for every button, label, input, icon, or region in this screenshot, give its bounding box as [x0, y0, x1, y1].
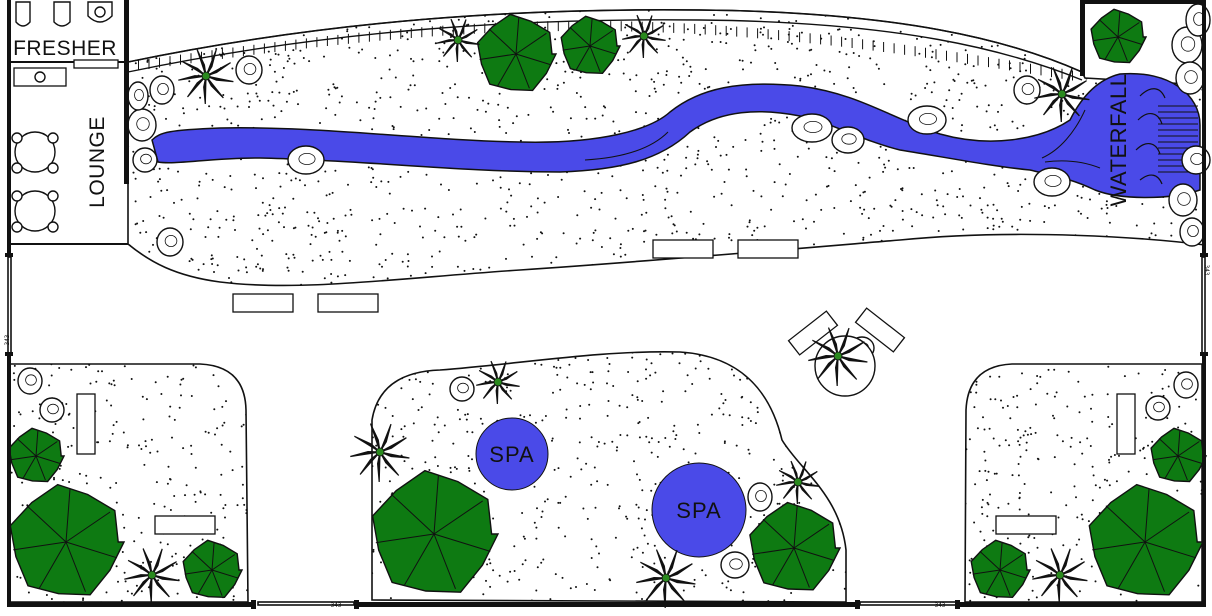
spa-2[interactable]: SPA	[651, 462, 747, 558]
palm-tree-icon	[436, 18, 480, 63]
palm-tree-icon	[1032, 548, 1088, 604]
boulder-icon	[831, 126, 865, 154]
spa-pool[interactable]	[651, 462, 747, 558]
palm-tree-icon	[178, 49, 234, 105]
bench-icon[interactable]	[737, 239, 799, 259]
toilet-icon[interactable]	[15, 1, 31, 27]
round-bush-icon	[1088, 483, 1205, 596]
boulder-icon	[907, 105, 947, 135]
stream	[151, 72, 1201, 199]
boulder-icon	[720, 551, 750, 579]
palm-trees	[124, 14, 1090, 609]
boulder-icon	[1013, 75, 1041, 105]
palm-tree-icon	[622, 14, 666, 59]
boulder-icon	[156, 227, 184, 257]
boulder-icon	[1185, 3, 1211, 37]
round-table-icon[interactable]	[11, 131, 59, 174]
fresher-label: FRESHER	[13, 37, 117, 60]
boulder-icon	[39, 397, 65, 423]
sun-lounger-icon[interactable]	[854, 307, 906, 353]
palm-tree-icon	[476, 360, 520, 405]
boulder-icon	[791, 113, 833, 143]
sink-icon[interactable]	[87, 1, 113, 23]
boulder-icon	[287, 145, 325, 175]
spa-pool[interactable]	[475, 417, 549, 491]
fresher-fixtures	[13, 1, 119, 87]
toilet-icon[interactable]	[53, 1, 71, 27]
bench-icon[interactable]	[317, 293, 379, 313]
door-tag: 343	[331, 602, 342, 609]
bench-icon[interactable]	[76, 393, 96, 455]
palm-tree-icon	[124, 548, 180, 604]
boulder-icon	[1033, 167, 1071, 197]
benches	[76, 239, 1136, 535]
spa-2-label: SPA	[676, 498, 721, 523]
boulder-icon	[132, 147, 158, 173]
round-bush-icon	[182, 539, 244, 599]
palm-tree-icon	[1034, 67, 1090, 123]
boulder-icon	[449, 376, 475, 402]
round-bush-icon	[1090, 8, 1148, 64]
boulder-icon	[127, 108, 157, 142]
spa-1-label: SPA	[489, 442, 534, 467]
round-bush-icon	[8, 427, 66, 483]
boulder-icon	[1168, 183, 1198, 217]
boulder-icon	[127, 81, 149, 111]
boulder-icon	[1173, 371, 1199, 399]
bench-icon[interactable]	[1116, 393, 1136, 455]
door-tag: 343	[4, 334, 11, 345]
sink-counter-icon[interactable]	[73, 59, 119, 69]
waterfall-label: WATERFALL	[1106, 74, 1131, 207]
boulder-icon	[1175, 61, 1205, 95]
boulder-icon	[1145, 395, 1171, 421]
bench-icon[interactable]	[652, 239, 714, 259]
round-bush-icon	[1150, 427, 1208, 483]
door-tag: 343	[935, 602, 946, 609]
round-bush-icon	[476, 13, 558, 92]
lounge-furniture	[11, 131, 59, 233]
round-bush-icon	[371, 469, 500, 593]
bench-icon[interactable]	[232, 293, 294, 313]
boulder-icon	[1179, 217, 1205, 247]
boulder-icon	[747, 482, 773, 512]
bench-icon[interactable]	[995, 515, 1057, 535]
walls	[5, 0, 1208, 609]
door-tag: 343	[1203, 265, 1210, 276]
boulders	[17, 3, 1211, 579]
round-table-icon[interactable]	[11, 190, 59, 233]
palm-tree-icon	[636, 549, 696, 609]
boulder-icon	[149, 75, 175, 105]
boulder-icon	[17, 367, 43, 395]
sun-lounger-icon[interactable]	[787, 310, 839, 356]
bushes	[8, 8, 1208, 599]
lounge-label: LOUNGE	[86, 116, 109, 208]
palm-tree-icon	[776, 460, 820, 505]
spa-1[interactable]: SPA	[475, 417, 549, 491]
palm-tree-icon	[808, 327, 868, 387]
round-bush-icon	[749, 501, 842, 591]
boulder-icon	[235, 55, 263, 85]
round-bush-icon	[970, 539, 1032, 599]
palm-tree-icon	[350, 423, 410, 483]
door-tags: 343 343 343 343	[4, 265, 1210, 609]
bench-icon[interactable]	[154, 515, 216, 535]
round-bush-icon	[560, 15, 622, 75]
